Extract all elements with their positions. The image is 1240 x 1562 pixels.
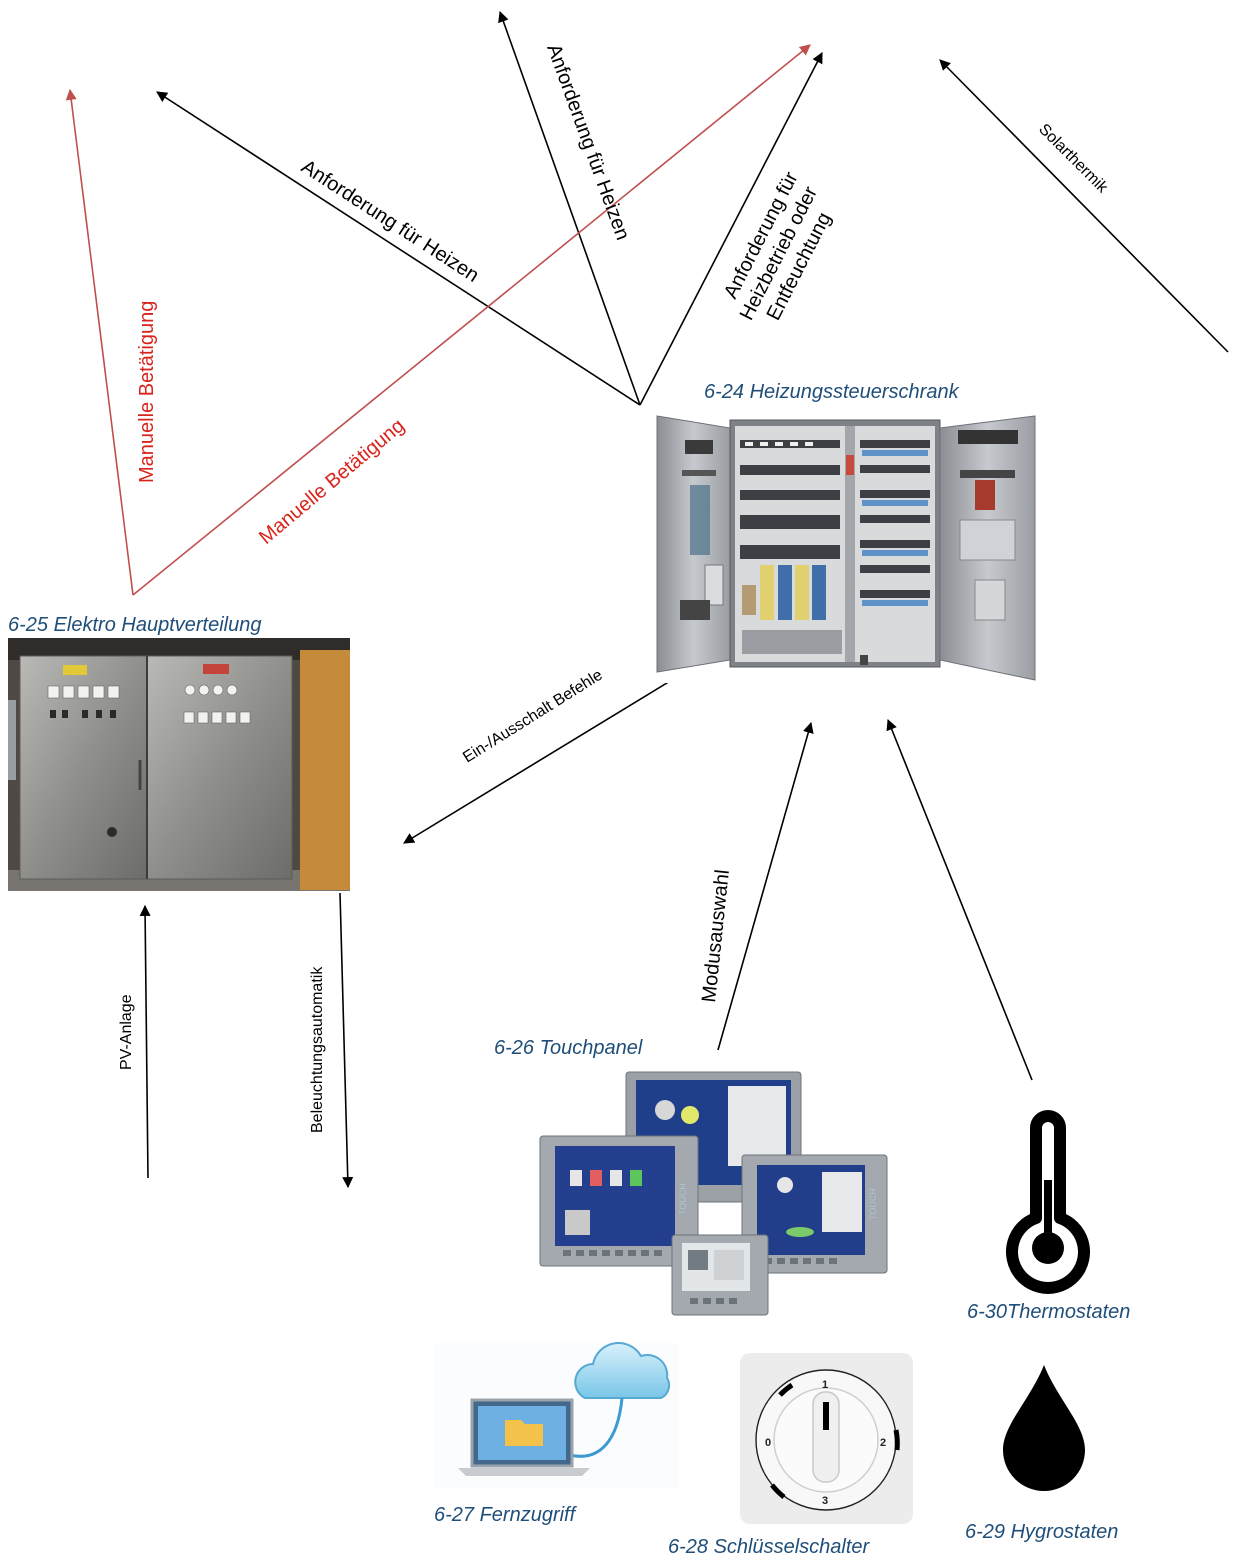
arrow-heat-request-up bbox=[498, 10, 641, 406]
caption-hygrostats: 6-29 Hygrostaten bbox=[965, 1521, 1118, 1543]
arrow-pv bbox=[139, 904, 151, 1179]
label-on-off-commands: Ein-/Ausschalt Befehle bbox=[460, 667, 606, 767]
key-switch-position-2: 2 bbox=[880, 1437, 886, 1449]
touch-label-left: TOUCH bbox=[678, 1183, 688, 1215]
key-switch-icon: 1 2 3 0 bbox=[740, 1353, 913, 1524]
label-solar: Solarthermik bbox=[1035, 121, 1111, 197]
label-manual-diagonal: Manuelle Betätigung bbox=[255, 415, 409, 549]
key-switch-position-3: 3 bbox=[822, 1495, 828, 1507]
laptop-cloud-icon bbox=[434, 1342, 679, 1488]
touch-panels-photo: TOUCH TOUCH bbox=[539, 1071, 888, 1316]
label-lighting: Beleuchtungsautomatik bbox=[309, 966, 326, 1133]
heating-control-cabinet-photo bbox=[655, 413, 1040, 683]
caption-remote-access: 6-27 Fernzugriff bbox=[434, 1504, 578, 1526]
water-drop-icon bbox=[1003, 1365, 1085, 1491]
key-switch-position-0: 0 bbox=[765, 1437, 771, 1449]
main-electrical-distribution-photo bbox=[8, 638, 350, 891]
arrow-lighting bbox=[339, 892, 354, 1189]
label-heat-request-left: Anforderung für Heizen bbox=[297, 156, 482, 287]
label-pv: PV-Anlage bbox=[118, 994, 135, 1070]
label-mode-select: Modusauswahl bbox=[698, 869, 734, 1004]
label-heat-or-dehumid: Anforderung für Heizbetrieb oder Entfeuc… bbox=[720, 168, 836, 324]
caption-touchpanel: 6-26 Touchpanel bbox=[494, 1037, 643, 1059]
label-manual-vertical: Manuelle Betätigung bbox=[136, 301, 158, 483]
arrow-manual-vertical bbox=[65, 88, 134, 596]
key-switch-position-1: 1 bbox=[822, 1379, 828, 1391]
thermometer-icon bbox=[1006, 1110, 1090, 1294]
arrow-heat-or-dehumid bbox=[639, 52, 823, 406]
caption-heating-cabinet: 6-24 Heizungssteuerschrank bbox=[704, 381, 960, 403]
arrow-thermo-hygro bbox=[886, 718, 1033, 1081]
arrow-manual-diagonal bbox=[132, 44, 811, 596]
arrow-on-off-commands bbox=[403, 674, 681, 844]
caption-main-distribution: 6-25 Elektro Hauptverteilung bbox=[8, 614, 261, 636]
caption-key-switch: 6-28 Schlüsselschalter bbox=[668, 1536, 871, 1558]
touch-label-right: TOUCH bbox=[868, 1188, 878, 1220]
label-heat-request-up: Anforderung für Heizen bbox=[542, 41, 633, 243]
arrow-heat-request-left bbox=[156, 91, 641, 406]
arrow-solar bbox=[939, 59, 1229, 353]
arrow-mode-select bbox=[717, 721, 814, 1051]
caption-thermostats: 6-30Thermostaten bbox=[967, 1301, 1130, 1323]
